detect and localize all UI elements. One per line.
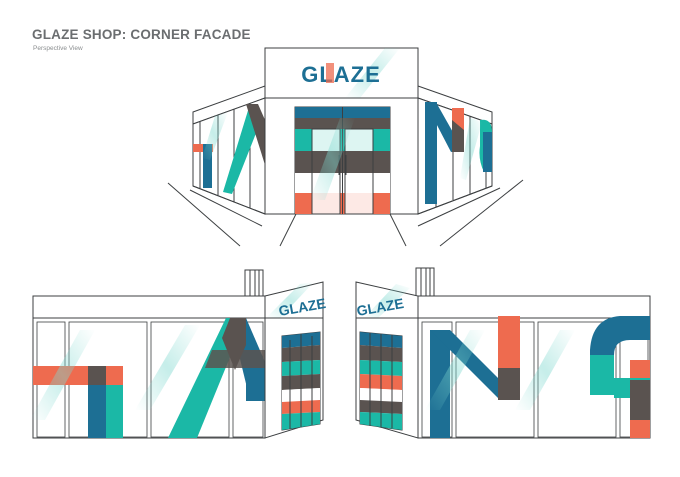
ground-lines [167, 179, 524, 247]
letter-t-stem [203, 144, 212, 188]
sign-logo-main: GLAZE [301, 62, 381, 87]
letter-t-stem [88, 385, 106, 438]
corner-sign-box: GLAZE [264, 47, 419, 99]
side-door-left[interactable] [281, 331, 321, 431]
letter-a-left [223, 104, 262, 194]
page-title: GLAZE SHOP: CORNER FACADE [32, 27, 251, 42]
side-door-right[interactable] [359, 331, 403, 431]
right-elevation: GLAZE [355, 267, 651, 439]
main-entrance [264, 97, 419, 215]
rooftop-vent [244, 269, 264, 297]
left-elevation: GLAZE [30, 269, 327, 439]
right-wing [417, 85, 493, 215]
rooftop-vent [415, 267, 435, 297]
left-wing [192, 85, 266, 215]
page-subtitle: Perspective View [33, 45, 83, 52]
letter-n-diag [430, 330, 520, 400]
perspective-view: GLAZE [167, 47, 524, 247]
letter-a-right [246, 104, 265, 165]
letter-n-left [425, 102, 437, 204]
letter-t-bar [33, 366, 123, 385]
